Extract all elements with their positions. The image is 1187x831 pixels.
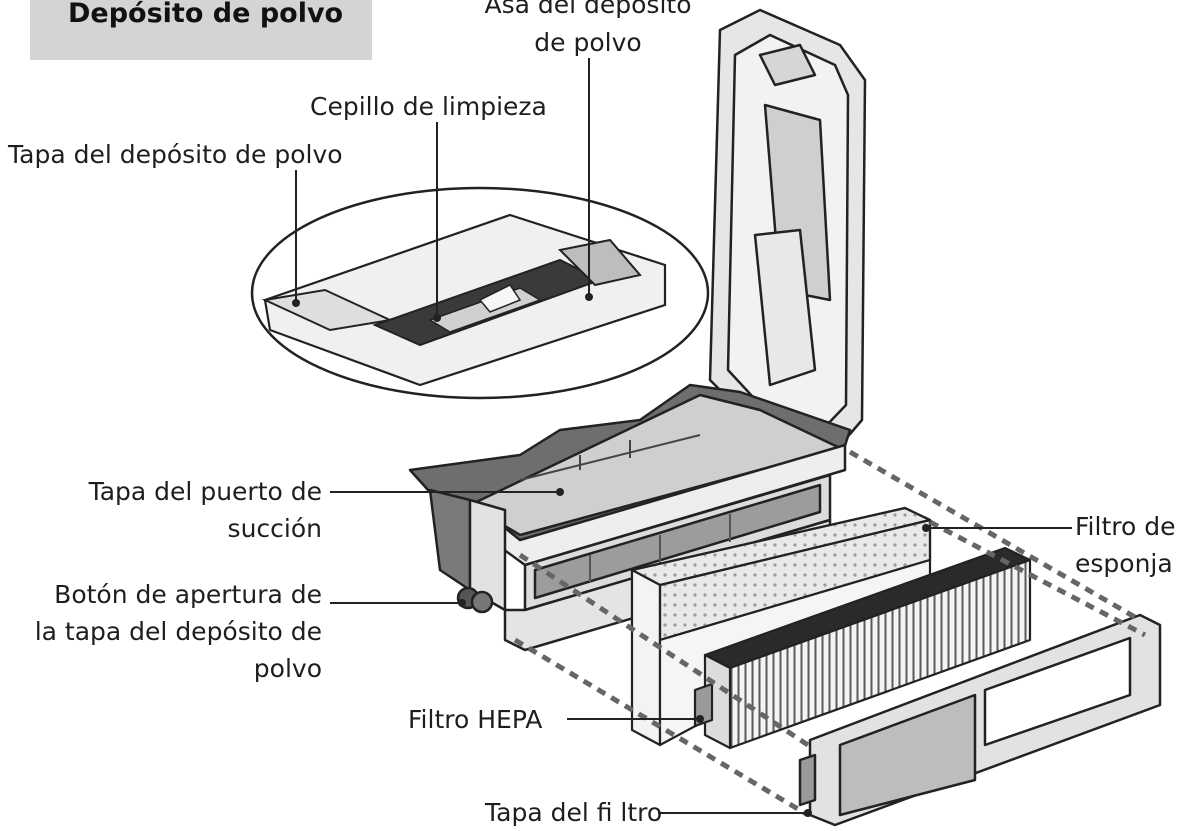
- label-suction-cover-line2: succión: [227, 514, 322, 543]
- label-open-button-line2: la tapa del depósito de: [34, 617, 322, 646]
- label-suction-cover-line1: Tapa del puerto de: [88, 477, 322, 506]
- diagram-title: Depósito de polvo: [68, 0, 344, 29]
- title-box: [30, 0, 372, 60]
- alignment-lines: [513, 449, 1147, 818]
- filter-cover: [798, 613, 1162, 827]
- leader-dots: [292, 293, 930, 817]
- label-cleaning-brush: Cepillo de limpieza: [310, 92, 547, 121]
- label-filter-cover: Tapa del fi ltro: [485, 798, 663, 827]
- label-open-button-line3: polvo: [253, 654, 322, 683]
- label-open-button-line1: Botón de apertura de: [54, 580, 322, 609]
- open-lid: [708, 8, 867, 457]
- label-sponge-filter-line1: Filtro de: [1075, 512, 1176, 541]
- label-dust-bin-lid: Tapa del depósito de polvo: [8, 140, 343, 169]
- label-handle-line1: Asa del depósito: [484, 0, 692, 19]
- detail-inset: [250, 186, 710, 400]
- label-sponge-filter-line2: esponja: [1075, 549, 1173, 578]
- label-handle-line2: de polvo: [534, 28, 642, 57]
- label-hepa-filter: Filtro HEPA: [408, 705, 543, 734]
- leader-lines: [295, 58, 1072, 814]
